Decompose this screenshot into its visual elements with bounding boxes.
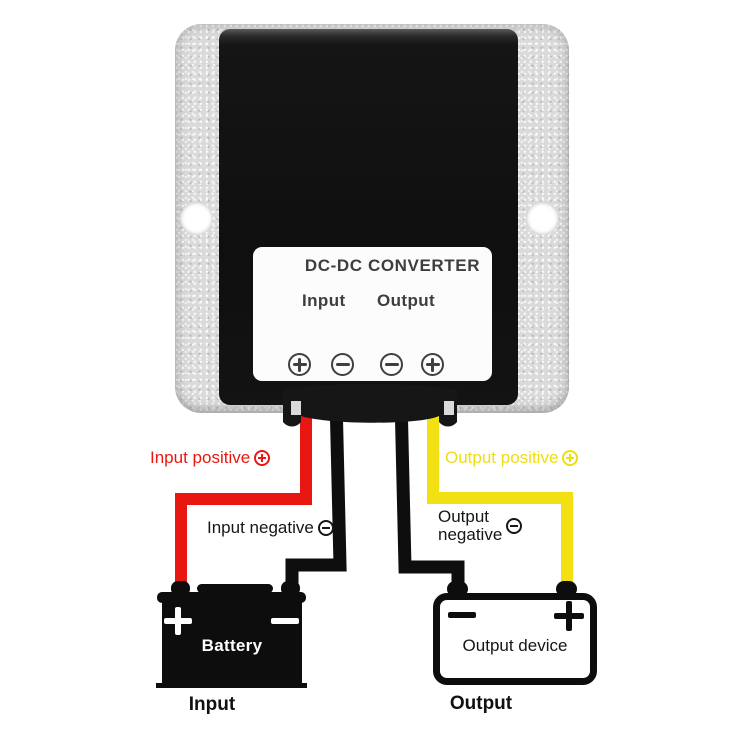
input-positive-text: Input positive: [150, 448, 251, 467]
cable-grommet-icon: [283, 384, 457, 427]
battery-top-bar: [197, 584, 273, 593]
converter-title: DC-DC CONVERTER: [304, 256, 481, 275]
device-plus-icon: [554, 601, 584, 631]
circled-plus-icon: [562, 450, 579, 466]
battery-plus-icon: [164, 607, 192, 635]
battery-base-line: [156, 683, 307, 688]
converter-input-heading: Input: [302, 291, 346, 310]
battery-label: Battery: [201, 636, 263, 655]
circled-minus-icon: [317, 520, 334, 536]
circled-minus-icon: [506, 517, 523, 534]
output-positive-annotation: Output positive: [445, 448, 579, 468]
battery-lid: [157, 592, 306, 603]
input-positive-annotation: Input positive: [150, 448, 271, 468]
input-negative-screw-icon: [331, 353, 354, 376]
output-caption: Output: [449, 693, 513, 714]
grommet-notch-right: [444, 401, 454, 415]
output-negative-annotation: Output negative: [438, 507, 523, 544]
input-caption: Input: [188, 694, 236, 715]
output-negative-text: Output negative: [438, 507, 503, 544]
converter-label: DC-DC CONVERTER Input Output: [253, 247, 492, 381]
mounting-hole-left: [180, 202, 213, 235]
circled-plus-icon: [254, 450, 271, 466]
battery-minus-icon: [271, 618, 299, 624]
output-negative-screw-icon: [380, 353, 403, 376]
output-positive-screw-icon: [421, 353, 444, 376]
output-negative-wire: [394, 397, 465, 589]
output-positive-wire: [427, 398, 573, 589]
input-positive-screw-icon: [288, 353, 311, 376]
converter-output-heading: Output: [377, 291, 436, 310]
output-device-label: Output device: [462, 636, 568, 655]
device-minus-icon: [448, 612, 476, 618]
input-negative-text: Input negative: [207, 518, 314, 537]
output-positive-text: Output positive: [445, 448, 559, 467]
mounting-hole-right: [526, 202, 559, 235]
input-positive-wire: [175, 398, 312, 590]
battery: Battery: [162, 602, 302, 683]
grommet-notch-left: [291, 401, 301, 415]
input-negative-wire: [285, 397, 347, 589]
input-negative-annotation: Input negative: [207, 518, 334, 538]
